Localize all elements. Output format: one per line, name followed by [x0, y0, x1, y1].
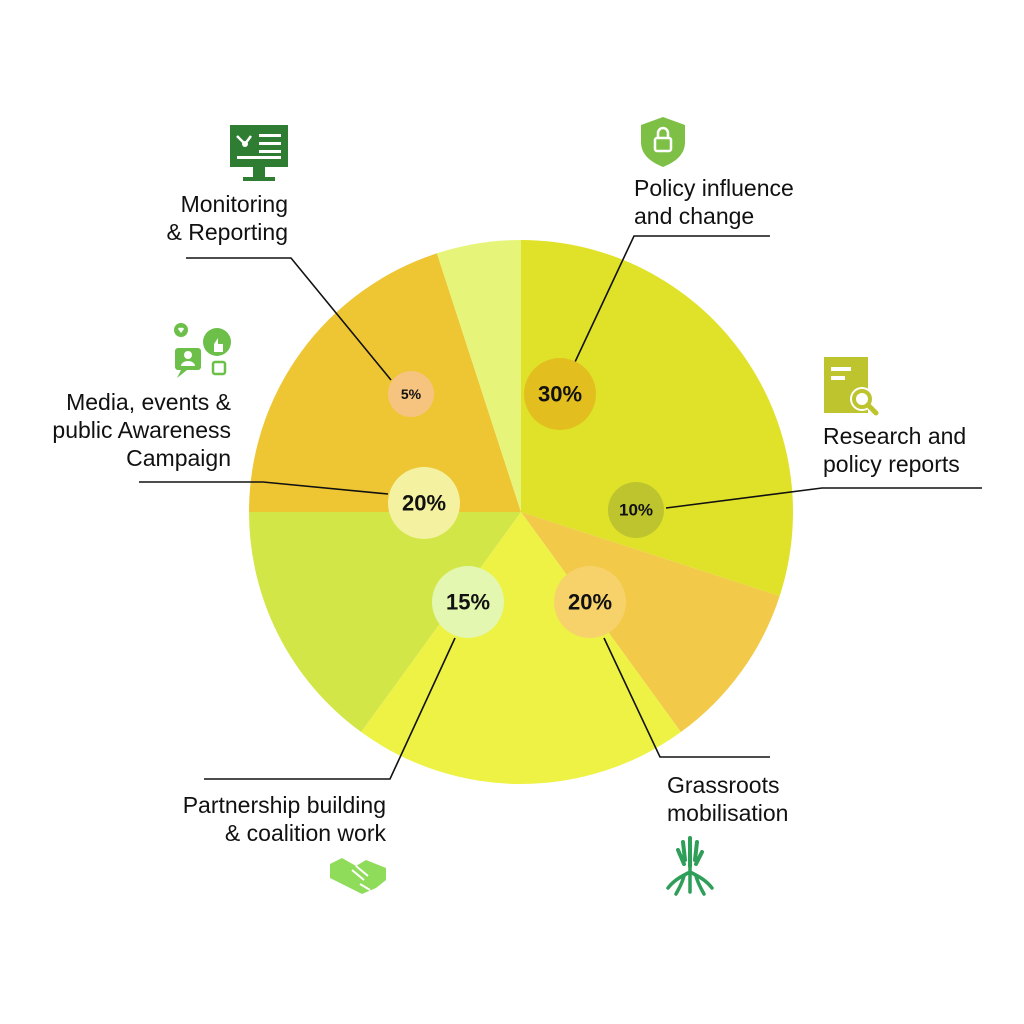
pie-slice-3	[249, 512, 521, 733]
leader-line-5	[186, 257, 392, 381]
slice-label-line: Grassroots	[667, 772, 779, 798]
leader-lines	[139, 235, 982, 780]
pie-slice-0	[521, 240, 794, 597]
leader-line-0	[574, 235, 770, 363]
value-label-0: 30%	[538, 382, 582, 407]
value-label-4: 20%	[402, 491, 446, 516]
slice-icons	[174, 117, 879, 896]
leader-line-4	[139, 481, 389, 495]
leader-line-2	[603, 637, 770, 758]
slice-label-3: Partnership building& coalition work	[183, 792, 387, 846]
value-badges: 30% 10% 20% 15% 20% 5%	[388, 358, 664, 638]
slice-label-line: & coalition work	[225, 820, 387, 846]
monitor-chart-icon	[230, 125, 288, 181]
value-badge-2	[554, 566, 626, 638]
slice-label-line: & Reporting	[167, 219, 288, 245]
value-label-1: 10%	[619, 501, 653, 520]
pie-slice-5	[436, 240, 521, 512]
leader-line-1	[665, 487, 982, 509]
pie-slices	[249, 240, 794, 784]
slice-label-line: Media, events &	[66, 389, 231, 415]
value-badge-0	[524, 358, 596, 430]
document-search-icon	[824, 357, 879, 416]
slice-label-line: policy reports	[823, 451, 960, 477]
hand-roots-icon	[666, 836, 714, 896]
value-badge-5	[388, 371, 434, 417]
slice-label-line: Campaign	[126, 445, 231, 471]
slice-label-line: Policy influence	[634, 175, 794, 201]
leader-line-3	[204, 637, 456, 780]
slice-label-line: public Awareness	[52, 417, 231, 443]
slice-label-line: Research and	[823, 423, 966, 449]
slice-label-line: Monitoring	[181, 191, 288, 217]
slice-label-line: and change	[634, 203, 754, 229]
shield-lock-icon	[641, 117, 685, 167]
slice-label-5: Monitoring& Reporting	[167, 191, 288, 245]
value-label-5: 5%	[401, 386, 422, 402]
slice-label-line: Partnership building	[183, 792, 386, 818]
value-label-2: 20%	[568, 590, 612, 615]
value-badge-4	[388, 467, 460, 539]
slice-label-line: mobilisation	[667, 800, 788, 826]
handshake-icon	[330, 858, 386, 894]
value-badge-1	[608, 482, 664, 538]
pie-slice-2	[361, 512, 681, 784]
social-media-icon	[174, 323, 231, 378]
value-label-3: 15%	[446, 590, 490, 615]
pie-slice-4	[249, 253, 521, 512]
value-badge-3	[432, 566, 504, 638]
